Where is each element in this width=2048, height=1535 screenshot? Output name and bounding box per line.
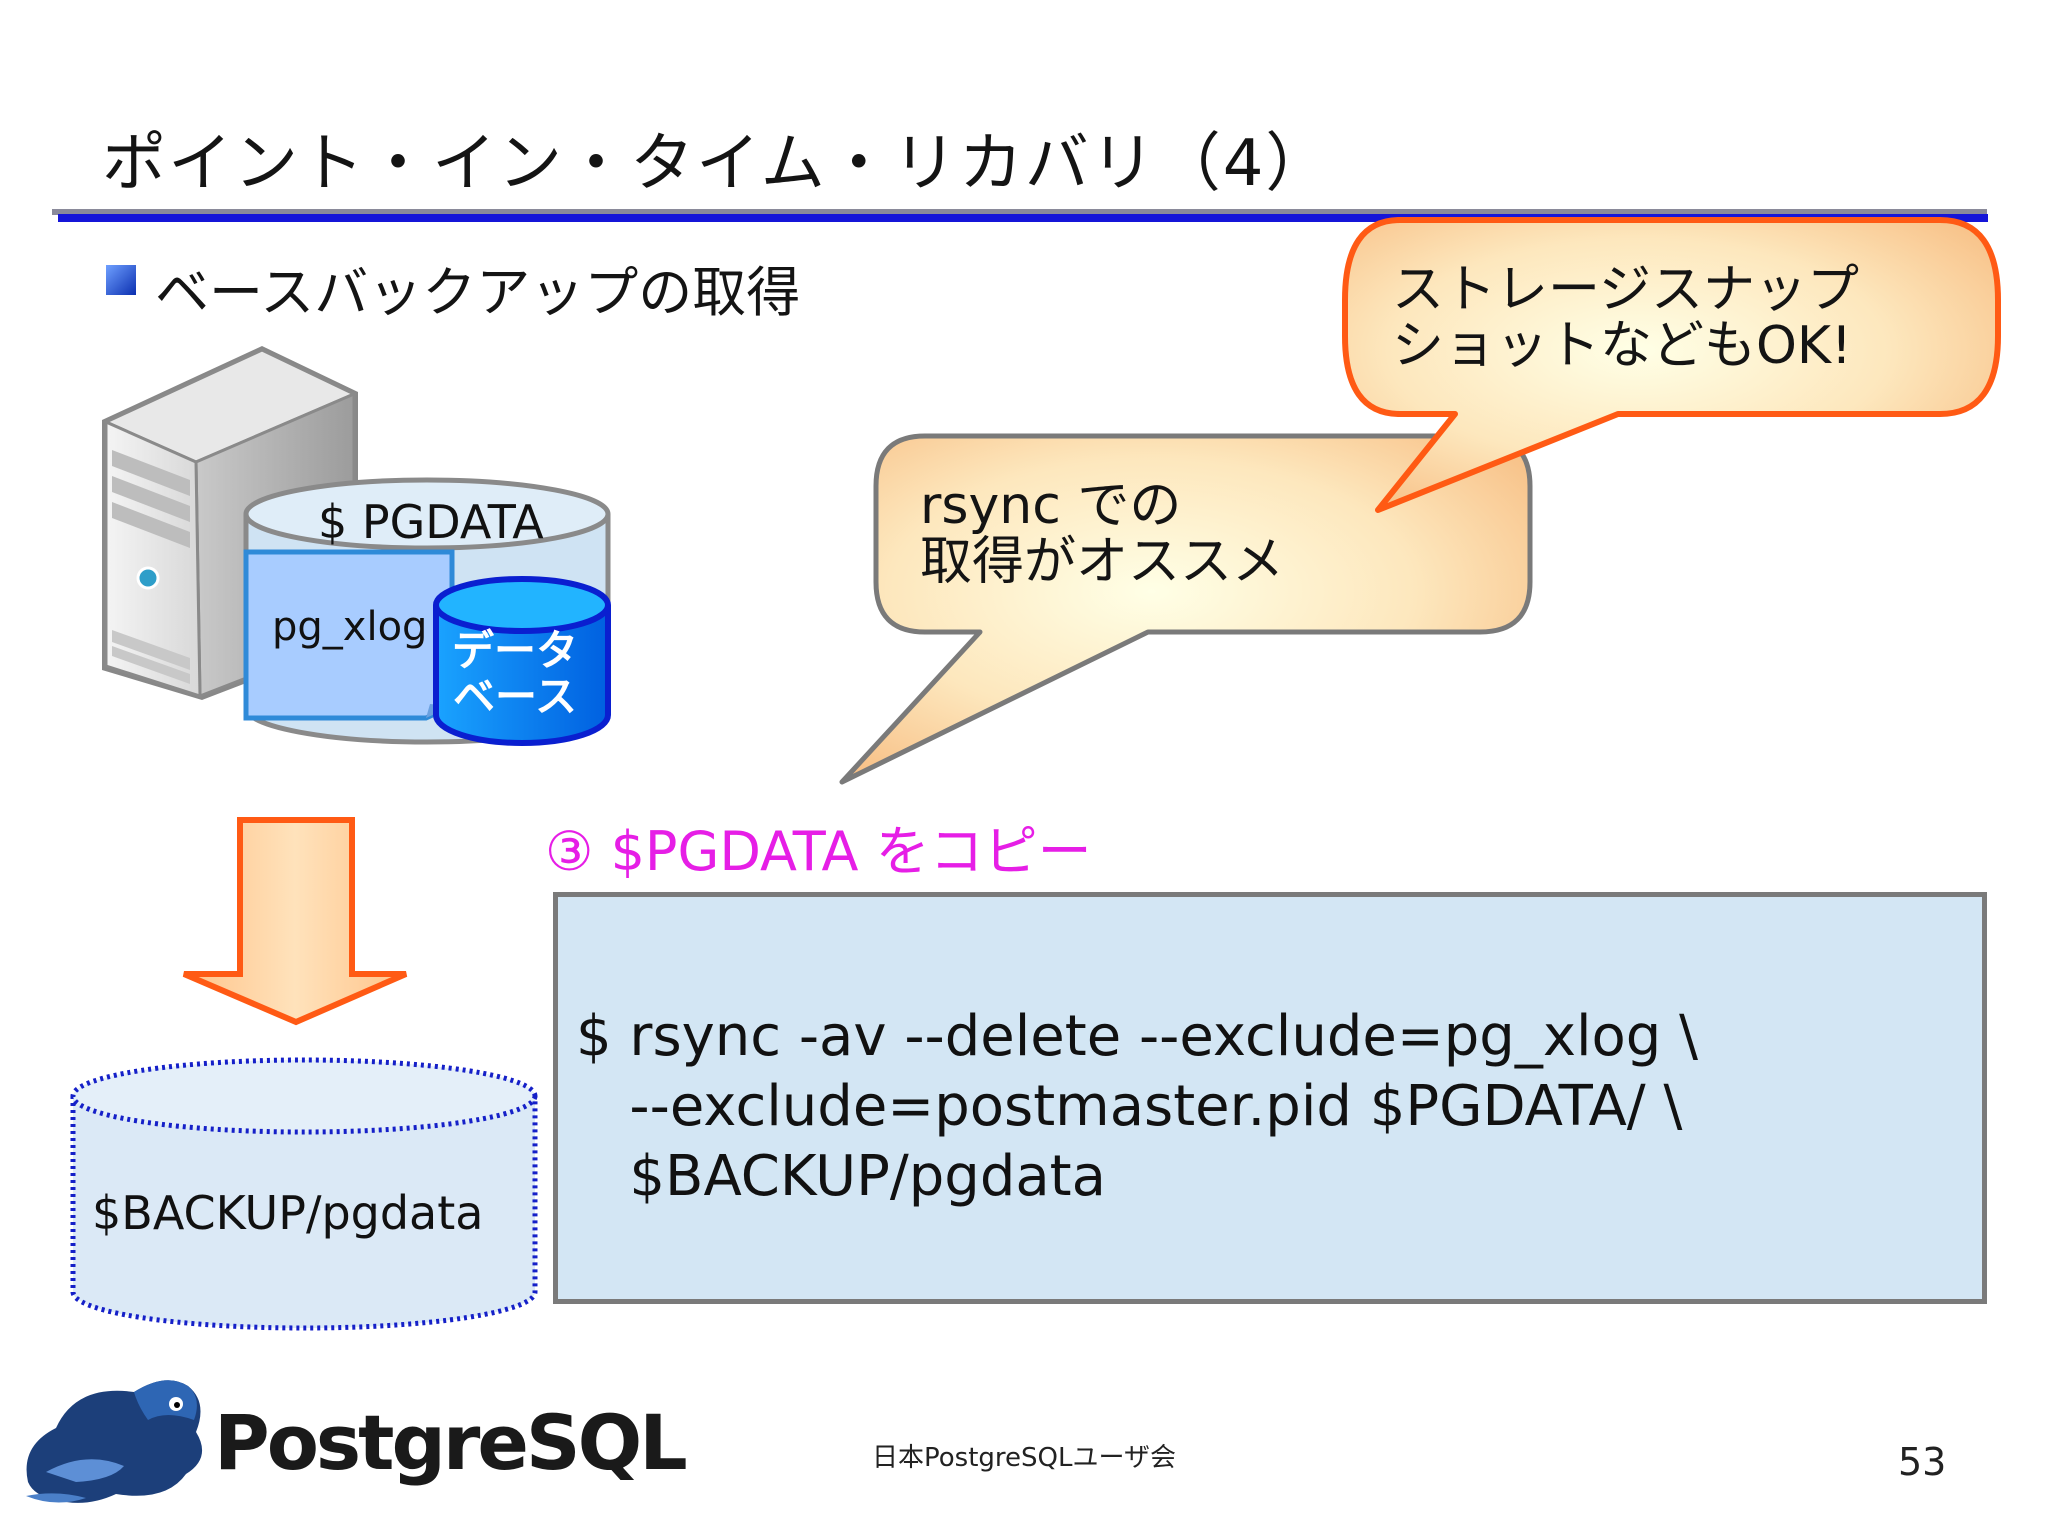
database-cylinder-icon bbox=[433, 576, 611, 746]
postgresql-elephant-icon bbox=[26, 1380, 203, 1503]
arrow-down-icon bbox=[182, 817, 408, 1026]
command-box: $ rsync -av --delete --exclude=pg_xlog \… bbox=[553, 892, 1987, 1304]
page-number: 53 bbox=[1898, 1440, 1947, 1484]
snapshot-callout-text: ストレージスナップ ショットなどもOK! bbox=[1392, 260, 1859, 376]
command-text: $ rsync -av --delete --exclude=pg_xlog \… bbox=[576, 1004, 1699, 1209]
rsync-callout-bubble bbox=[839, 433, 1533, 785]
organization-name: 日本PostgreSQLユーザ会 bbox=[872, 1443, 1176, 1473]
pgdata-label: $ PGDATA bbox=[318, 495, 544, 549]
database-label: データ ベース bbox=[451, 626, 578, 721]
postgresql-wordmark: PostgreSQL bbox=[214, 1398, 688, 1487]
snapshot-callout-bubble bbox=[1342, 217, 2001, 513]
step-label: ③ $PGDATA をコピー bbox=[545, 820, 1092, 883]
title-rule bbox=[52, 209, 1988, 222]
rsync-callout-text: rsync での 取得がオススメ bbox=[920, 476, 1285, 592]
bullet-text: ベースバックアップの取得 bbox=[155, 261, 801, 324]
pgxlog-label: pg_xlog bbox=[272, 604, 428, 650]
slide-title: ポイント・イン・タイム・リカバリ（4） bbox=[102, 127, 1332, 201]
bullet-square-icon bbox=[106, 265, 136, 295]
backup-cylinder-icon bbox=[70, 1057, 538, 1331]
callout-bubbles bbox=[839, 217, 2001, 785]
backup-label: $BACKUP/pgdata bbox=[92, 1186, 484, 1240]
